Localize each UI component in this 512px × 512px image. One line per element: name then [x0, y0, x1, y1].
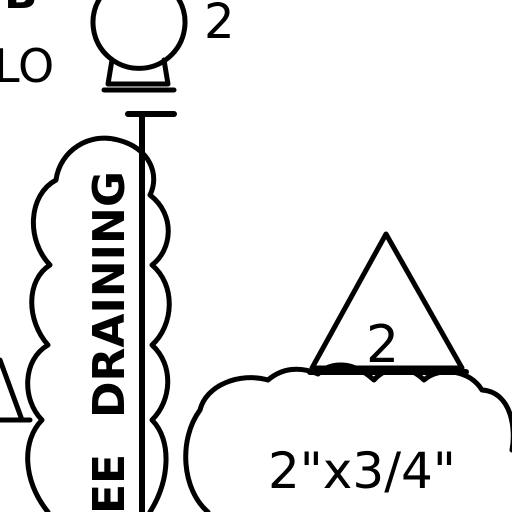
- partial-left-label: LO: [0, 39, 54, 93]
- vertical-label-partial: EE: [84, 454, 135, 512]
- revision-cloud-icon: [183, 362, 512, 512]
- fixture-globe-icon: [90, 0, 188, 93]
- pipe-size-note: 2"x3/4": [268, 442, 456, 500]
- fixture-tag-number: 2: [204, 0, 235, 50]
- vertical-label-draining: DRAINING: [84, 171, 135, 418]
- revision-delta-number: 2: [366, 315, 399, 375]
- partial-left-mark: [0, 357, 33, 423]
- pipe-line: [125, 111, 177, 512]
- revision-cloud-vertical: [25, 135, 172, 512]
- partial-top-left-glyph: B: [4, 0, 38, 19]
